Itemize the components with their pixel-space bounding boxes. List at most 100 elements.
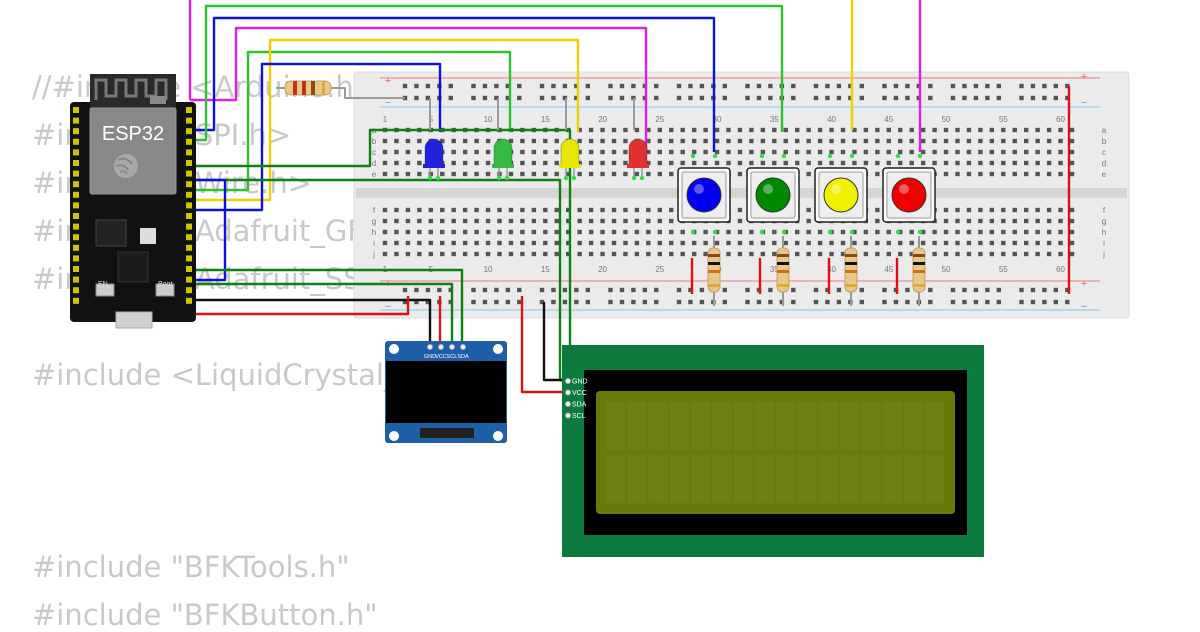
breadboard-hole bbox=[531, 229, 537, 235]
breadboard-hole bbox=[749, 127, 754, 133]
breadboard-hole bbox=[577, 218, 582, 224]
lcd-char-cell bbox=[648, 402, 668, 450]
rail-hole bbox=[768, 83, 773, 89]
breadboard-hole bbox=[806, 229, 811, 235]
breadboard-hole bbox=[394, 218, 399, 224]
breadboard-hole bbox=[485, 251, 491, 257]
breadboard-hole bbox=[462, 251, 468, 257]
breadboard-hole bbox=[795, 127, 800, 133]
rail-hole bbox=[654, 299, 659, 305]
column-number-top: 10 bbox=[484, 115, 493, 124]
breadboard-hole bbox=[382, 171, 388, 177]
breadboard-hole bbox=[829, 251, 834, 257]
breadboard-hole bbox=[806, 149, 811, 155]
breadboard-hole bbox=[1001, 149, 1006, 155]
push-button-yellow[interactable] bbox=[814, 153, 868, 235]
breadboard-hole bbox=[669, 149, 674, 155]
rail-hole bbox=[471, 287, 476, 293]
breadboard-hole bbox=[497, 207, 502, 213]
breadboard-hole bbox=[1012, 149, 1017, 155]
lcd-pin bbox=[565, 378, 571, 384]
breadboard-hole bbox=[966, 218, 972, 224]
column-number-top: 1 bbox=[383, 115, 388, 124]
breadboard-hole bbox=[634, 127, 640, 133]
breadboard-hole bbox=[852, 229, 857, 235]
lcd-char-cell bbox=[691, 402, 711, 450]
breadboard-hole bbox=[875, 207, 880, 213]
breadboard-hole bbox=[749, 229, 754, 235]
led-red bbox=[627, 138, 649, 181]
breadboard: 1510152025303540455055601510152025303540… bbox=[353, 71, 1130, 319]
rail-hole bbox=[950, 95, 956, 101]
lcd-char-cell bbox=[712, 455, 732, 503]
breadboard-hole bbox=[634, 229, 640, 235]
lcd-char-cell bbox=[627, 402, 647, 450]
breadboard-hole bbox=[462, 240, 468, 246]
oled-pin bbox=[438, 344, 444, 350]
breadboard-hole bbox=[428, 171, 433, 177]
breadboard-hole bbox=[817, 229, 823, 235]
breadboard-hole bbox=[1035, 160, 1040, 166]
rail-hole bbox=[414, 299, 419, 305]
breadboard-hole bbox=[852, 240, 857, 246]
breadboard-hole bbox=[669, 138, 674, 144]
rail-hole bbox=[813, 287, 819, 293]
breadboard-hole bbox=[566, 251, 571, 257]
rail-hole bbox=[1042, 299, 1047, 305]
breadboard-hole bbox=[554, 138, 559, 144]
rail-hole bbox=[1065, 83, 1070, 89]
code-line-10: #include "BFKTools.h" bbox=[32, 550, 350, 584]
breadboard-hole bbox=[714, 240, 720, 246]
rail-hole bbox=[1065, 299, 1070, 305]
breadboard-hole bbox=[898, 160, 903, 166]
rail-hole bbox=[676, 95, 682, 101]
rail-hole bbox=[745, 95, 750, 101]
esp32-pin bbox=[73, 117, 79, 124]
breadboard-hole bbox=[852, 160, 857, 166]
push-button-red[interactable] bbox=[882, 153, 936, 235]
breadboard-hole bbox=[943, 127, 949, 133]
breadboard-hole bbox=[669, 251, 674, 257]
breadboard-hole bbox=[646, 240, 651, 246]
rail-hole bbox=[1053, 95, 1059, 101]
breadboard-hole bbox=[886, 149, 891, 155]
breadboard-hole bbox=[520, 138, 525, 144]
row-letter-top: e bbox=[1102, 170, 1107, 179]
breadboard-hole bbox=[451, 160, 456, 166]
breadboard-hole bbox=[714, 160, 720, 166]
breadboard-hole bbox=[978, 207, 983, 213]
lcd-char-cell bbox=[669, 402, 689, 450]
breadboard-hole bbox=[577, 127, 582, 133]
push-button-blue[interactable] bbox=[677, 153, 731, 235]
rail-minus-label: − bbox=[1081, 97, 1087, 109]
breadboard-hole bbox=[543, 240, 548, 246]
breadboard-hole bbox=[394, 240, 399, 246]
rail-hole bbox=[996, 287, 1001, 293]
rail-hole bbox=[562, 95, 568, 101]
rail-hole bbox=[950, 287, 956, 293]
breadboard-hole bbox=[588, 218, 594, 224]
push-button-green[interactable] bbox=[746, 153, 800, 235]
breadboard-hole bbox=[737, 207, 743, 213]
breadboard-hole bbox=[543, 229, 548, 235]
esp32-pin bbox=[186, 266, 192, 272]
rail-hole bbox=[859, 287, 864, 293]
rail-hole bbox=[825, 83, 830, 89]
pulldown-resistors bbox=[707, 236, 926, 306]
rail-minus-label: − bbox=[385, 301, 391, 313]
esp32-pin bbox=[186, 117, 192, 124]
oled-pin bbox=[449, 344, 455, 350]
wire-blue-led-blue bbox=[190, 62, 442, 212]
rail-hole bbox=[1019, 83, 1024, 89]
breadboard-hole bbox=[394, 149, 399, 155]
rail-hole bbox=[631, 299, 636, 305]
breadboard-hole bbox=[474, 251, 479, 257]
breadboard-hole bbox=[829, 127, 834, 133]
wire-gray-resistor bbox=[338, 87, 405, 99]
column-number-bottom: 10 bbox=[484, 265, 493, 274]
rail-hole bbox=[985, 95, 990, 101]
breadboard-hole bbox=[680, 127, 685, 133]
breadboard-hole bbox=[817, 251, 823, 257]
breadboard-hole bbox=[1058, 240, 1063, 246]
rail-hole bbox=[551, 95, 556, 101]
